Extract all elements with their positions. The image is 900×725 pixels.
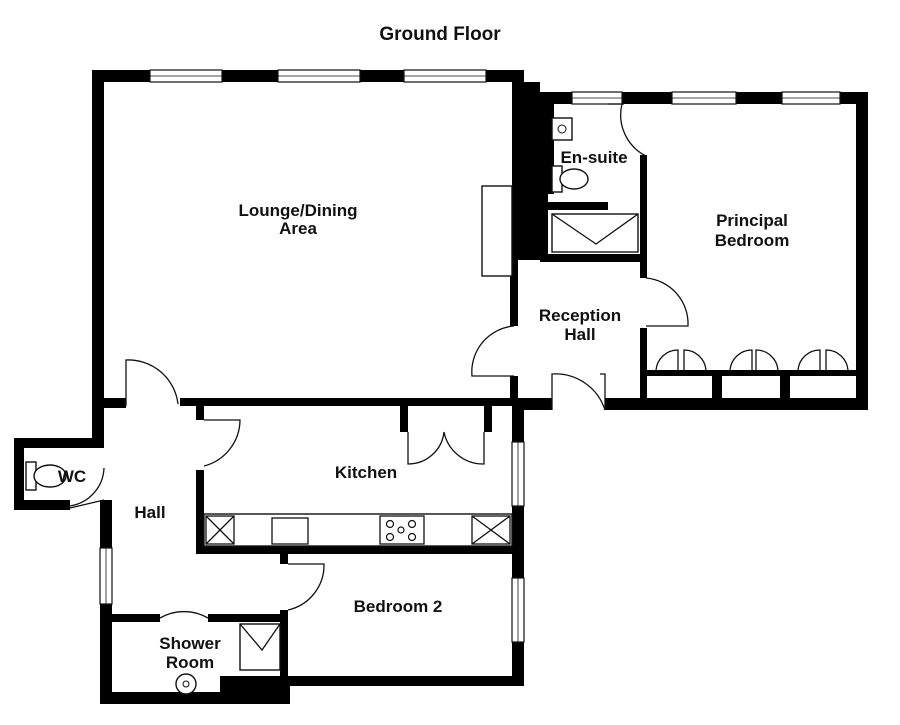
doors — [69, 103, 849, 619]
room-label-bedroom-2: Bedroom 2 — [354, 597, 443, 616]
room-label-reception-line1: Reception — [539, 306, 621, 325]
room-label-reception-line2: Hall — [564, 325, 595, 344]
room-label-ensuite: En-suite — [560, 148, 627, 167]
room-label-hall: Hall — [134, 503, 165, 522]
room-label-lounge-line1: Lounge/Dining — [239, 201, 358, 220]
room-label-kitchen: Kitchen — [335, 463, 397, 482]
room-label-lounge-line2: Area — [279, 219, 317, 238]
room-labels: Lounge/Dining Area En-suite Principal Be… — [58, 148, 789, 672]
floor-title: Ground Floor — [379, 24, 501, 45]
room-label-principal-line2: Bedroom — [715, 231, 790, 250]
fixtures — [25, 117, 639, 695]
room-label-wc: WC — [58, 467, 86, 486]
walls — [14, 70, 868, 704]
windows — [99, 69, 841, 643]
room-label-shower-line2: Room — [166, 653, 214, 672]
room-label-shower-line1: Shower — [159, 634, 221, 653]
room-label-principal-line1: Principal — [716, 211, 788, 230]
